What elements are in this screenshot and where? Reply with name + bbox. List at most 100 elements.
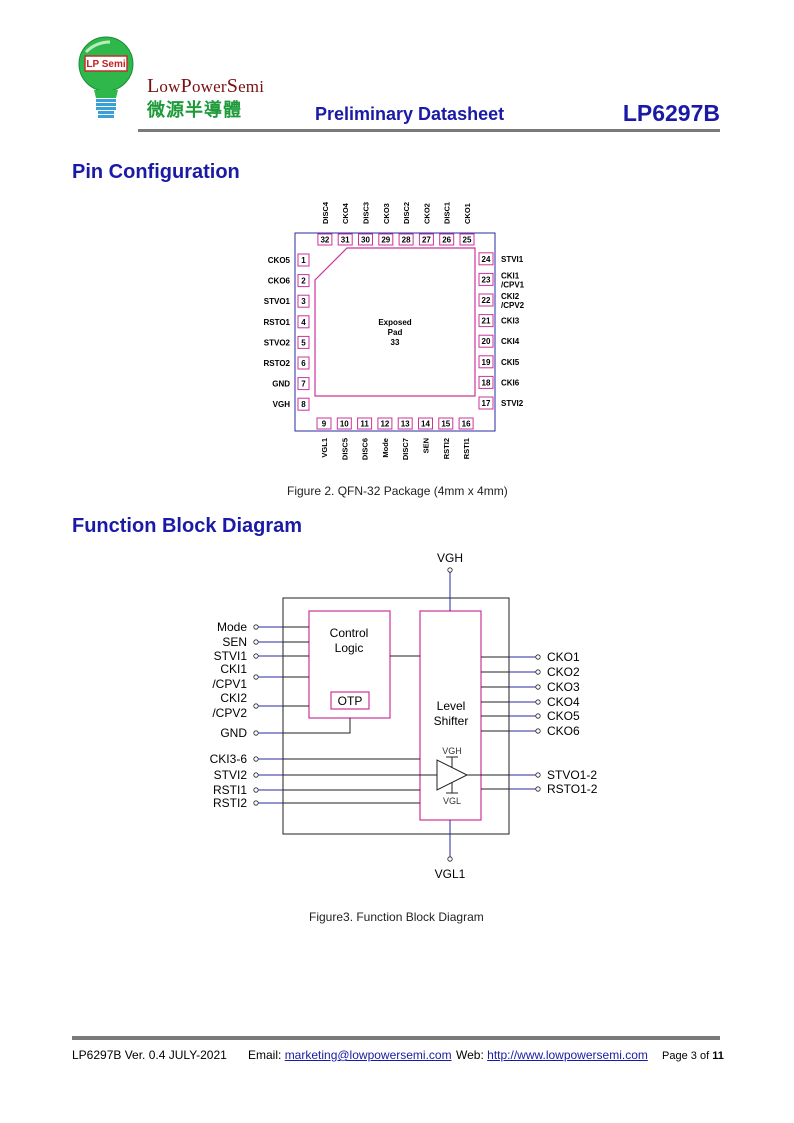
- output-label-6: CKO6: [547, 724, 580, 738]
- pin-name-8: VGH: [273, 400, 291, 409]
- pin-config-title: Pin Configuration: [72, 161, 240, 183]
- pin-name-10: DISC5: [340, 438, 349, 460]
- pin-name-17: STVI2: [501, 399, 524, 408]
- vgh-label: VGH: [437, 551, 463, 565]
- pin-number-1: 1: [301, 256, 306, 265]
- pin-number-7: 7: [301, 380, 306, 389]
- block-diagram-caption: Figure3. Function Block Diagram: [309, 910, 484, 924]
- pin-name-12: Mode: [381, 438, 390, 458]
- pin-number-22: 22: [482, 296, 491, 305]
- pin-number-8: 8: [301, 400, 306, 409]
- input-label-9: RSTI1: [213, 783, 247, 797]
- header-rule: [138, 129, 720, 132]
- input-label-10: RSTI2: [213, 796, 247, 810]
- pin-number-14: 14: [421, 420, 430, 429]
- pin-25: [459, 233, 475, 246]
- pin-number-26: 26: [442, 236, 451, 245]
- output-label-7: STVO1-2: [547, 768, 597, 782]
- output-terminal-2: [535, 669, 541, 675]
- exposed-pad: [314, 247, 476, 397]
- input-terminal-3: [253, 653, 259, 659]
- pin-name-22: CKI2/CPV2: [501, 292, 525, 310]
- pin-name-25: CKO1: [463, 203, 472, 224]
- pin-number-3: 3: [301, 297, 306, 306]
- pin-number-28: 28: [402, 236, 411, 245]
- output-terminal-3: [535, 684, 541, 690]
- input-terminal-7: [253, 756, 259, 762]
- input-terminal-9: [253, 787, 259, 793]
- vgl1-label: VGL1: [435, 867, 466, 881]
- pin-24: [478, 252, 494, 266]
- pin-name-15: RSTI2: [442, 438, 451, 459]
- pin-31: [337, 233, 353, 246]
- page-number: Page 3 of 11: [662, 1050, 724, 1062]
- pin-1: [297, 253, 310, 267]
- pin-number-5: 5: [301, 338, 306, 347]
- output-label-2: CKO2: [547, 665, 580, 679]
- output-label-4: CKO4: [547, 695, 580, 709]
- pin-number-4: 4: [301, 318, 306, 327]
- pin-number-16: 16: [462, 420, 471, 429]
- ic-outline: [282, 597, 510, 835]
- otp-block: [330, 691, 370, 710]
- pin-17: [478, 396, 494, 410]
- company-logo: LP Semi: [78, 36, 134, 118]
- output-terminal-4: [535, 699, 541, 705]
- input-terminal-5: [253, 703, 259, 709]
- input-label-4: CKI1/CPV1: [212, 662, 247, 691]
- pin-15: [438, 417, 454, 430]
- buffer-vgh-label: VGH: [442, 746, 462, 756]
- pin-config-caption: Figure 2. QFN-32 Package (4mm x 4mm): [287, 484, 508, 498]
- pad-label-3: 33: [391, 338, 400, 347]
- pin-number-31: 31: [341, 236, 350, 245]
- pin-name-6: RSTO2: [263, 359, 290, 368]
- pin-name-4: RSTO1: [263, 318, 290, 327]
- pin-name-29: CKO3: [382, 203, 391, 224]
- package-outline: [294, 232, 496, 432]
- pin-name-5: STVO2: [264, 338, 291, 347]
- footer-web: Web: http://www.lowpowersemi.com: [456, 1048, 648, 1062]
- pin-32: [317, 233, 333, 246]
- output-label-3: CKO3: [547, 680, 580, 694]
- pin-16: [458, 417, 474, 430]
- output-label-1: CKO1: [547, 650, 580, 664]
- pin-number-9: 9: [322, 420, 327, 429]
- pin-number-25: 25: [463, 236, 472, 245]
- pin-number-6: 6: [301, 359, 306, 368]
- pin-5: [297, 335, 310, 349]
- input-label-1: Mode: [217, 620, 247, 634]
- qfn32-pin-diagram: Exposed Pad 33 1CKO52CKO63STVO14RSTO15ST…: [263, 201, 525, 460]
- pin-number-32: 32: [320, 236, 329, 245]
- otp-label: OTP: [338, 694, 363, 708]
- pin-name-11: DISC6: [361, 438, 370, 460]
- logo-text: LP Semi: [86, 59, 125, 70]
- pin-13: [397, 417, 413, 430]
- web-link[interactable]: http://www.lowpowersemi.com: [487, 1048, 648, 1062]
- pin-name-24: STVI1: [501, 255, 524, 264]
- pin-name-32: DISC4: [321, 201, 330, 224]
- output-terminal-7: [535, 772, 541, 778]
- pad-label-2: Pad: [388, 328, 403, 337]
- pin-name-19: CKI5: [501, 358, 520, 367]
- output-terminal-8: [535, 786, 541, 792]
- email-link[interactable]: marketing@lowpowersemi.com: [284, 1048, 452, 1062]
- output-terminal-6: [535, 728, 541, 734]
- control-logic-label-1: Control: [330, 626, 369, 640]
- brand-name-english: LowPowerSemi: [147, 75, 265, 97]
- pin-number-15: 15: [441, 420, 450, 429]
- pin-number-19: 19: [482, 358, 491, 367]
- pin-23: [478, 272, 494, 286]
- pin-4: [297, 315, 310, 329]
- footer-version: LP6297B Ver. 0.4 JULY-2021: [72, 1048, 227, 1062]
- pin-26: [439, 233, 455, 246]
- pin-number-30: 30: [361, 236, 370, 245]
- pin-number-13: 13: [401, 420, 410, 429]
- input-terminal-6: [253, 730, 259, 736]
- pin-11: [357, 417, 373, 430]
- level-shifter-label-1: Level: [437, 699, 466, 713]
- pin-number-20: 20: [482, 337, 491, 346]
- pin-8: [297, 397, 310, 411]
- pin-name-1: CKO5: [268, 256, 291, 265]
- pad-label-1: Exposed: [378, 318, 411, 327]
- pin-number-29: 29: [381, 236, 390, 245]
